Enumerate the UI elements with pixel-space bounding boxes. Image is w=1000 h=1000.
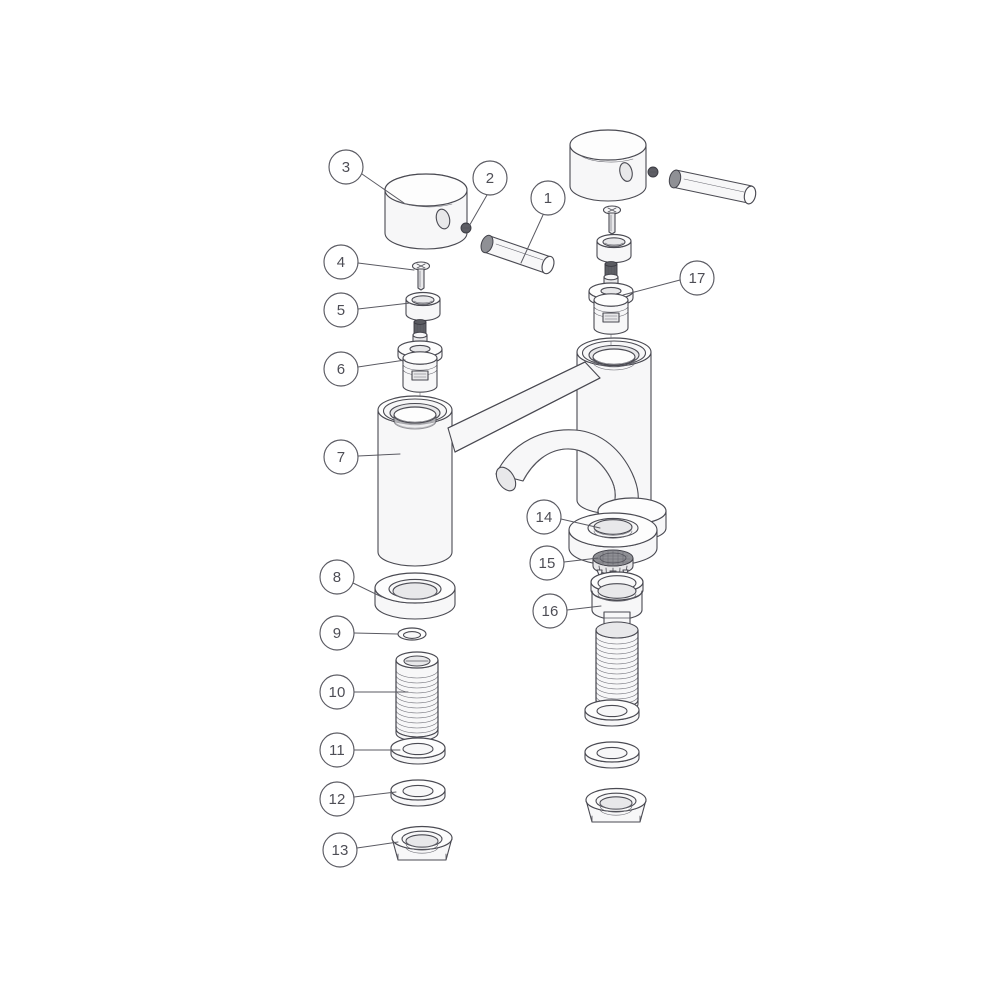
callout-label-12: 12 — [328, 791, 345, 808]
callout-circle-2 — [472, 160, 508, 196]
part-grub-screw-left — [460, 222, 472, 234]
callout-9[interactable]: 9 — [319, 615, 355, 651]
leader-line-6 — [357, 359, 406, 368]
leader-line-7 — [357, 453, 401, 457]
callout-label-1: 1 — [544, 190, 553, 207]
callout-2[interactable]: 2 — [472, 160, 508, 196]
leader-line-13 — [356, 841, 399, 849]
callout-label-6: 6 — [337, 361, 346, 378]
leader-line-5 — [357, 302, 411, 310]
leader-line-8 — [352, 582, 383, 598]
callout-label-9: 9 — [333, 625, 342, 642]
callout-circle-15 — [529, 545, 565, 581]
callout-circle-7 — [323, 439, 359, 475]
leader-line-12 — [353, 791, 397, 798]
part-adaptor-collar-right — [596, 233, 632, 264]
callout-circle-17 — [679, 260, 715, 296]
callout-4[interactable]: 4 — [323, 244, 359, 280]
part-flat-washer-lower-right — [584, 741, 640, 769]
leader-line-4 — [357, 262, 415, 271]
callout-16[interactable]: 16 — [532, 593, 568, 629]
callout-circle-10 — [319, 674, 355, 710]
part-threaded-tail-right — [595, 621, 639, 713]
callout-circle-1 — [530, 180, 566, 216]
part-adaptor-collar-left — [405, 291, 441, 322]
leader-line-1 — [520, 214, 544, 264]
callout-label-3: 3 — [342, 159, 351, 176]
leader-line-17 — [622, 279, 681, 296]
callout-label-2: 2 — [486, 170, 495, 187]
callout-label-11: 11 — [329, 742, 345, 759]
callout-label-10: 10 — [328, 684, 345, 701]
callout-14[interactable]: 14 — [526, 499, 562, 535]
callout-12[interactable]: 12 — [319, 781, 355, 817]
callout-13[interactable]: 13 — [322, 832, 358, 868]
callout-17[interactable]: 17 — [679, 260, 715, 296]
part-outlet-housing — [590, 571, 644, 628]
callout-label-7: 7 — [337, 449, 346, 466]
part-ceramic-cartridge-left — [397, 319, 443, 405]
part-flat-washer-upper-right — [584, 699, 640, 727]
part-handle-cap-left — [384, 173, 468, 250]
callout-1[interactable]: 1 — [530, 180, 566, 216]
callout-11[interactable]: 11 — [319, 732, 355, 768]
callout-10[interactable]: 10 — [319, 674, 355, 710]
callout-label-17: 17 — [688, 270, 705, 287]
part-tap-body — [377, 337, 667, 567]
callout-circle-13 — [322, 832, 358, 868]
callout-circle-9 — [319, 615, 355, 651]
leader-line-9 — [353, 632, 399, 635]
callout-circle-6 — [323, 351, 359, 387]
leader-line-16 — [566, 605, 602, 611]
part-o-ring-seal — [397, 627, 427, 641]
callout-label-5: 5 — [337, 302, 346, 319]
part-flat-washer-upper — [390, 737, 446, 765]
part-grub-screw-right — [647, 166, 659, 178]
callout-label-14: 14 — [535, 509, 552, 526]
leader-line-14 — [560, 518, 601, 529]
part-base-shroud-washer — [374, 572, 456, 620]
part-fixing-nut-right — [585, 787, 647, 823]
callout-circle-11 — [319, 732, 355, 768]
part-handle-lever-left — [480, 234, 555, 275]
part-flat-washer-lower — [390, 779, 446, 807]
callout-circle-12 — [319, 781, 355, 817]
part-handle-cap-right — [569, 129, 647, 202]
callout-8[interactable]: 8 — [319, 559, 355, 595]
callout-15[interactable]: 15 — [529, 545, 565, 581]
callout-circle-14 — [526, 499, 562, 535]
leader-line-2 — [467, 194, 488, 229]
part-handle-lever-right — [668, 169, 757, 205]
callout-label-13: 13 — [331, 842, 348, 859]
part-ceramic-cartridge-right — [588, 261, 634, 347]
part-retaining-screw-right — [602, 205, 622, 235]
leader-line-3 — [361, 173, 405, 204]
callout-label-15: 15 — [538, 555, 555, 572]
callout-circle-5 — [323, 292, 359, 328]
callout-circle-16 — [532, 593, 568, 629]
callout-label-8: 8 — [333, 569, 342, 586]
part-retaining-screw-left — [411, 261, 431, 291]
callout-circle-4 — [323, 244, 359, 280]
callout-label-4: 4 — [337, 254, 346, 271]
callout-5[interactable]: 5 — [323, 292, 359, 328]
part-fixing-nut — [391, 825, 453, 861]
callout-3[interactable]: 3 — [328, 149, 364, 185]
callout-circle-3 — [328, 149, 364, 185]
part-spout-collar — [568, 512, 658, 566]
callout-label-16: 16 — [541, 603, 558, 620]
leader-lines-layer — [352, 173, 681, 849]
callout-7[interactable]: 7 — [323, 439, 359, 475]
leader-line-15 — [563, 557, 599, 563]
callout-6[interactable]: 6 — [323, 351, 359, 387]
part-threaded-tail-left — [395, 651, 439, 742]
callout-circle-8 — [319, 559, 355, 595]
